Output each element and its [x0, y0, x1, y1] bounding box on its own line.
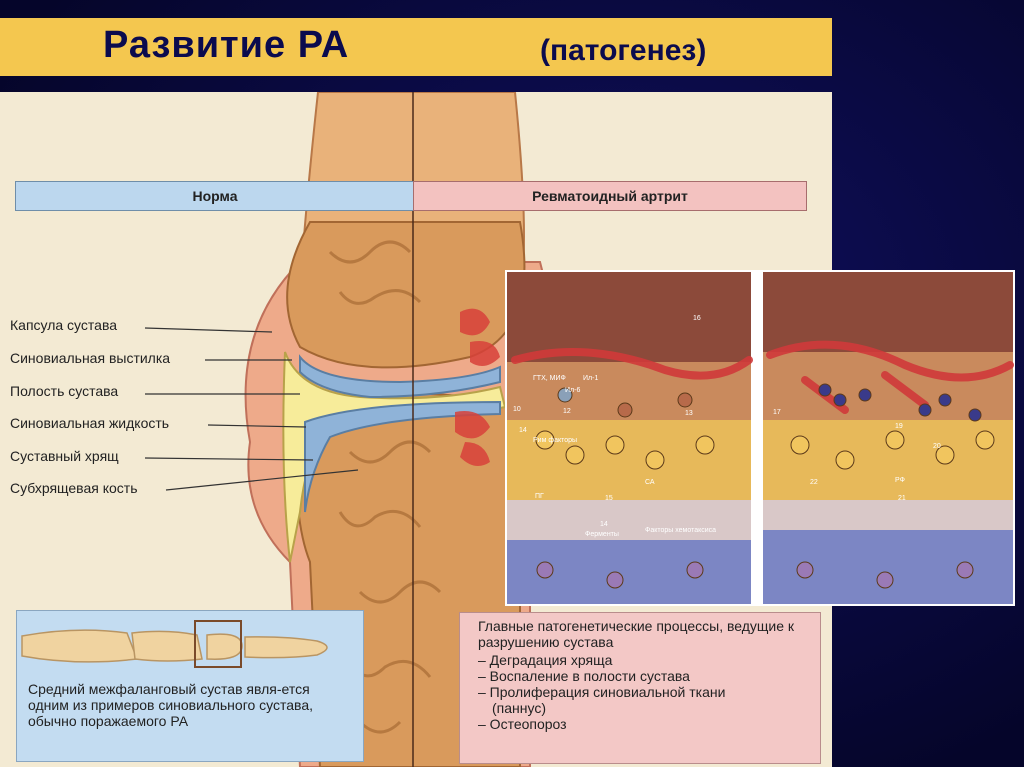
inset-label: ГТХ, МИФ	[533, 375, 566, 382]
caption-right-box	[459, 612, 821, 764]
finger-illustration	[21, 620, 328, 668]
slide-title: Развитие РА	[103, 24, 350, 66]
articular-cartilage-lower	[304, 400, 501, 513]
list-item: – Остеопороз	[478, 716, 567, 732]
caption-right-heading: Главные патогенетические процессы, ведущ…	[478, 618, 795, 650]
histology-illustration: 16 13 12 10 14 15 14 СА ГТХ, МИФ Ил-1 Ил…	[507, 270, 1014, 606]
caption-left-box	[16, 610, 364, 762]
inset-label: 20	[933, 443, 941, 450]
label-subchondral-bone: Субхрящевая кость	[10, 480, 138, 496]
list-item: – Воспаление в полости сустава	[478, 668, 690, 684]
list-item: – Пролиферация синовиальной ткани	[478, 684, 726, 700]
inset-label: 22	[810, 479, 818, 486]
inset-label: 21	[898, 495, 906, 502]
list-item: (паннус)	[492, 700, 546, 716]
inset-labels: 16 13 12 10 14 15 14 СА ГТХ, МИФ Ил-1 Ил…	[513, 315, 941, 538]
inset-label: Факторы хемотаксиса	[645, 527, 716, 534]
articular-cartilage	[299, 354, 501, 399]
inset-label: РФ	[895, 477, 905, 484]
list-item: – Деградация хряща	[478, 652, 613, 668]
leader-lines	[144, 327, 359, 491]
slide-subtitle: (патогенез)	[540, 34, 707, 67]
header-ra: Ревматоидный артрит	[413, 181, 807, 211]
ra-pannus	[455, 308, 500, 466]
inset-label: Ферменты	[585, 531, 619, 538]
inset-label: 12	[563, 408, 571, 415]
caption-left-text: Средний межфаланговый сустав явля-ется о…	[28, 681, 314, 729]
label-synovial-fluid: Синовиальная жидкость	[10, 415, 170, 431]
inset-label: 13	[685, 410, 693, 417]
inset-label: 16	[693, 315, 701, 322]
caption-right-list: – Деградация хряща – Воспаление в полост…	[478, 652, 808, 732]
label-synovial-lining: Синовиальная выстилка	[10, 350, 171, 366]
inset-label: Рим факторы	[533, 437, 577, 444]
inset-label: СА	[645, 479, 655, 486]
label-articular-cartilage: Суставный хрящ	[10, 448, 119, 464]
histology-inset: 16 13 12 10 14 15 14 СА ГТХ, МИФ Ил-1 Ил…	[505, 270, 1015, 606]
inset-label: Ил-1	[583, 375, 598, 382]
inset-label: 17	[773, 409, 781, 416]
inset-label: 10	[513, 406, 521, 413]
cells	[535, 383, 995, 589]
label-joint-capsule: Капсула сустава	[10, 317, 118, 333]
inset-label: Ил-6	[565, 387, 580, 394]
inset-label: 14	[600, 521, 608, 528]
inset-label: 19	[895, 423, 903, 430]
inset-label: 14	[519, 427, 527, 434]
inset-label: 15	[605, 495, 613, 502]
title-bar	[0, 18, 832, 76]
inset-label: ПГ	[535, 493, 544, 500]
label-joint-cavity: Полость сустава	[10, 383, 119, 399]
header-normal: Норма	[15, 181, 415, 211]
